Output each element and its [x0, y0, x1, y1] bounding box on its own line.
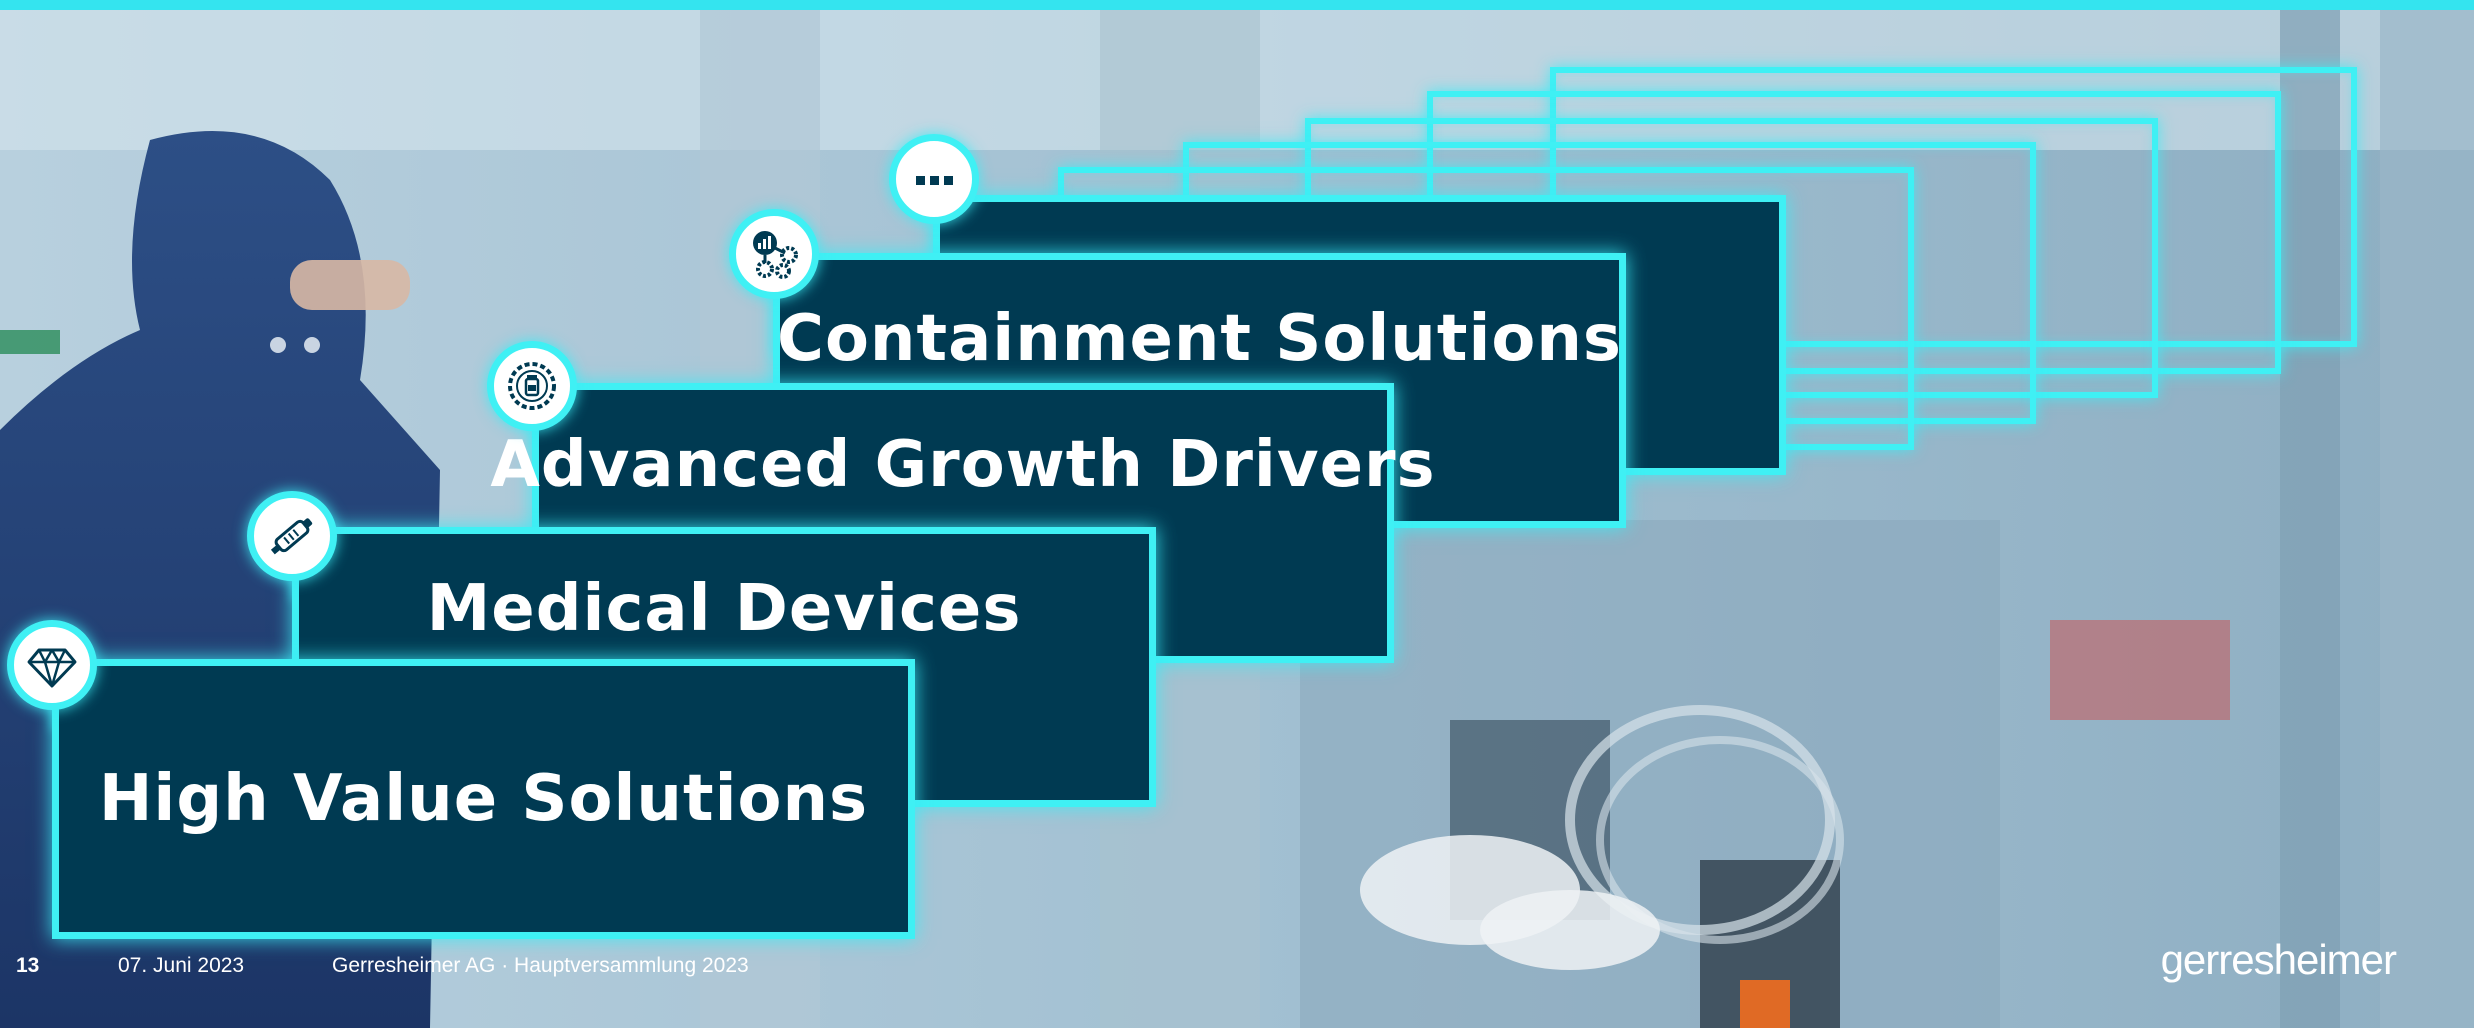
footer-title: Gerresheimer AG · Hauptversammlung 2023 — [332, 954, 749, 977]
top-accent-bar — [0, 0, 2474, 10]
autoinjector-icon — [247, 491, 337, 581]
page-number: 13 — [16, 954, 40, 977]
footer-date: 07. Juni 2023 — [118, 954, 245, 977]
vial-gear-icon — [487, 341, 577, 431]
gerresheimer-logo: gerresheimer — [2160, 936, 2397, 983]
card-title: Advanced Growth Drivers — [490, 428, 1436, 502]
card-title: Medical Devices — [426, 572, 1022, 646]
ellipsis-icon — [889, 134, 979, 224]
diamond-icon — [7, 620, 97, 710]
network-gear-icon — [729, 209, 819, 299]
high-value-solutions-card: High Value Solutions — [52, 659, 915, 939]
card-title: High Value Solutions — [98, 762, 869, 836]
card-title: Containment Solutions — [776, 302, 1623, 376]
